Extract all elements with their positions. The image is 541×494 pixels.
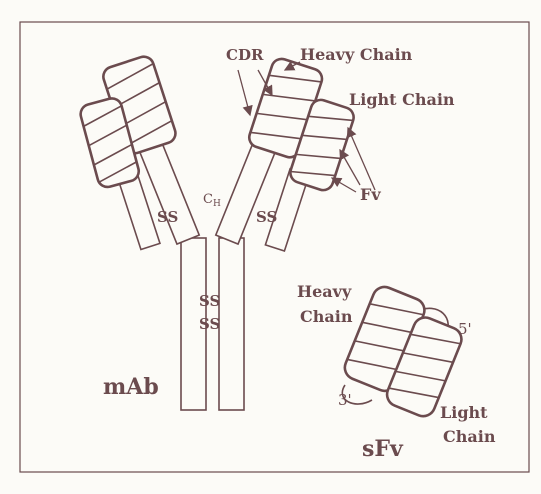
fc-heavy-chain-right — [218, 237, 245, 411]
sfv-label: sFv — [362, 436, 404, 462]
ss-center-label-2: SS — [199, 315, 220, 333]
cdr-label: CDR — [226, 46, 264, 64]
sfv-heavy-chain-label: Chain — [300, 307, 353, 326]
sfv-molecule: Heavy Chain 5' 3' Light Chain sFv — [297, 282, 496, 462]
light-chain-label: Light Chain — [349, 90, 455, 109]
sfv-light-domain — [385, 316, 463, 418]
ss-left-label: SS — [157, 208, 178, 226]
mab-molecule: CDR Heavy Chain Light Chain CH Fv SS SS … — [79, 45, 455, 411]
fv-arrow-2 — [330, 177, 357, 193]
cdr-arrow-1 — [237, 69, 253, 117]
cdr-arrow-2 — [257, 69, 273, 97]
fv-label: Fv — [360, 185, 381, 204]
sfv-light-chain-label: Chain — [443, 427, 496, 446]
heavy-chain-arrow — [283, 61, 301, 71]
ch-label: CH — [203, 192, 221, 209]
three-prime-label: 3' — [338, 391, 352, 409]
sfv-heavy-label: Heavy — [297, 282, 352, 301]
mab-label: mAb — [103, 374, 159, 400]
sfv-light-label: Light — [440, 403, 488, 422]
ss-center-label-1: SS — [199, 292, 220, 310]
fv-arrow-1 — [339, 148, 361, 186]
figure-frame — [19, 21, 530, 473]
light-chain-arrow — [346, 126, 376, 191]
ss-right-label: SS — [256, 208, 277, 226]
left-light-variable-domain — [79, 97, 141, 189]
five-prime-label: 5' — [458, 320, 472, 338]
heavy-chain-label: Heavy Chain — [300, 45, 413, 64]
